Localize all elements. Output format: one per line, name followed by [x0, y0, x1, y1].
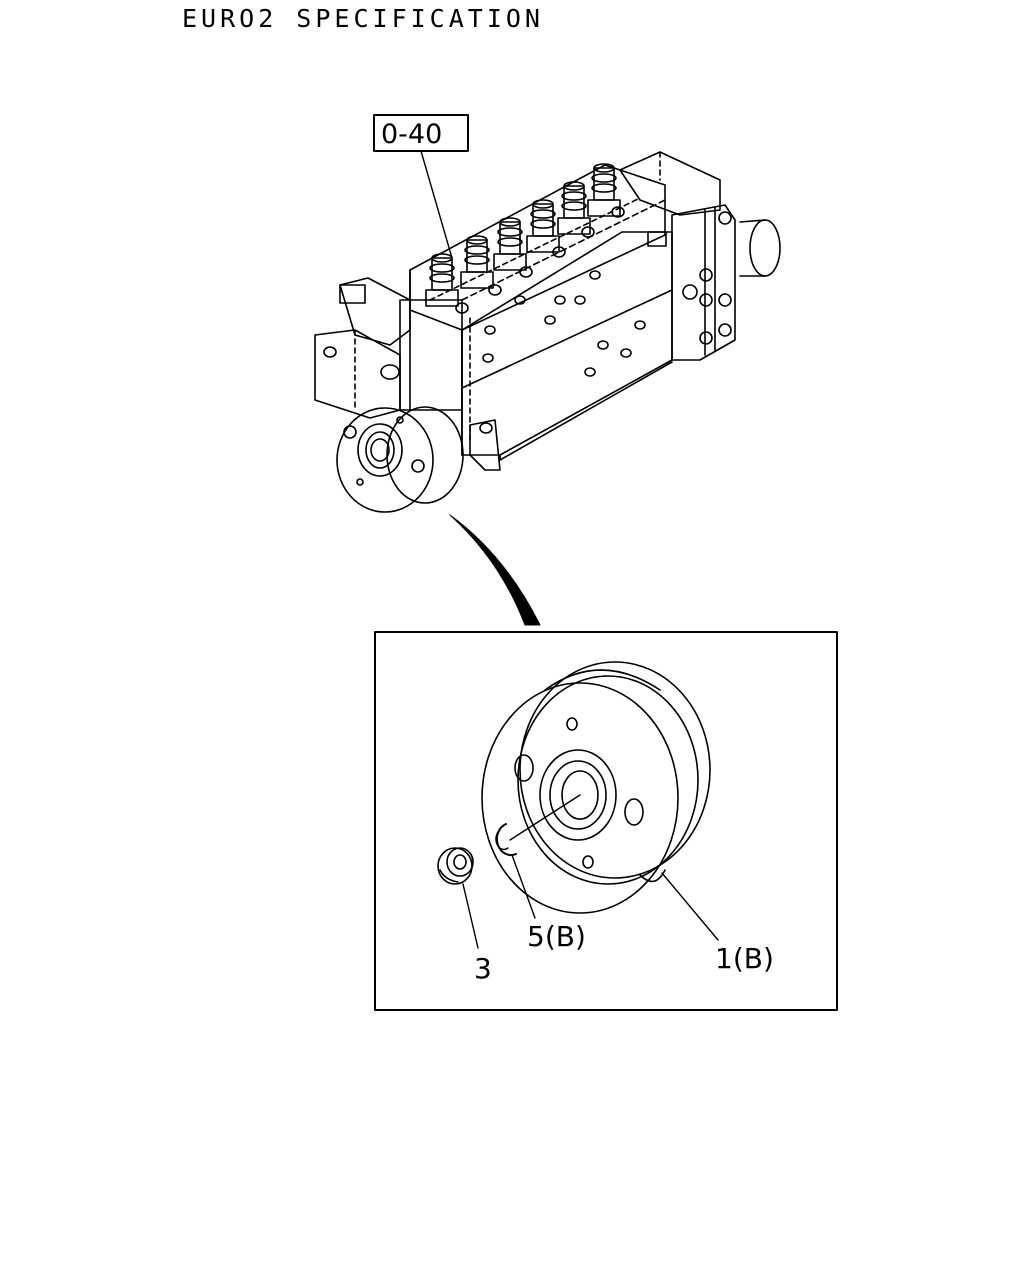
detail-frame [374, 631, 838, 1011]
part-3-nut[interactable] [437, 847, 474, 885]
reference-label[interactable]: 0-40 [381, 119, 442, 150]
detail-pointer [449, 514, 541, 626]
page-title: EURO2 SPECIFICATION [182, 4, 544, 33]
leader-lines [462, 854, 719, 949]
callout-part-3[interactable]: 3 [474, 952, 492, 985]
callout-part-5[interactable]: 5(B) [527, 920, 586, 953]
part-5-circlip[interactable] [495, 794, 581, 857]
injection-pump-illustration [314, 151, 781, 513]
callout-part-1[interactable]: 1(B) [715, 942, 774, 975]
part-1-hub[interactable] [481, 661, 711, 914]
reference-box[interactable] [373, 114, 469, 259]
